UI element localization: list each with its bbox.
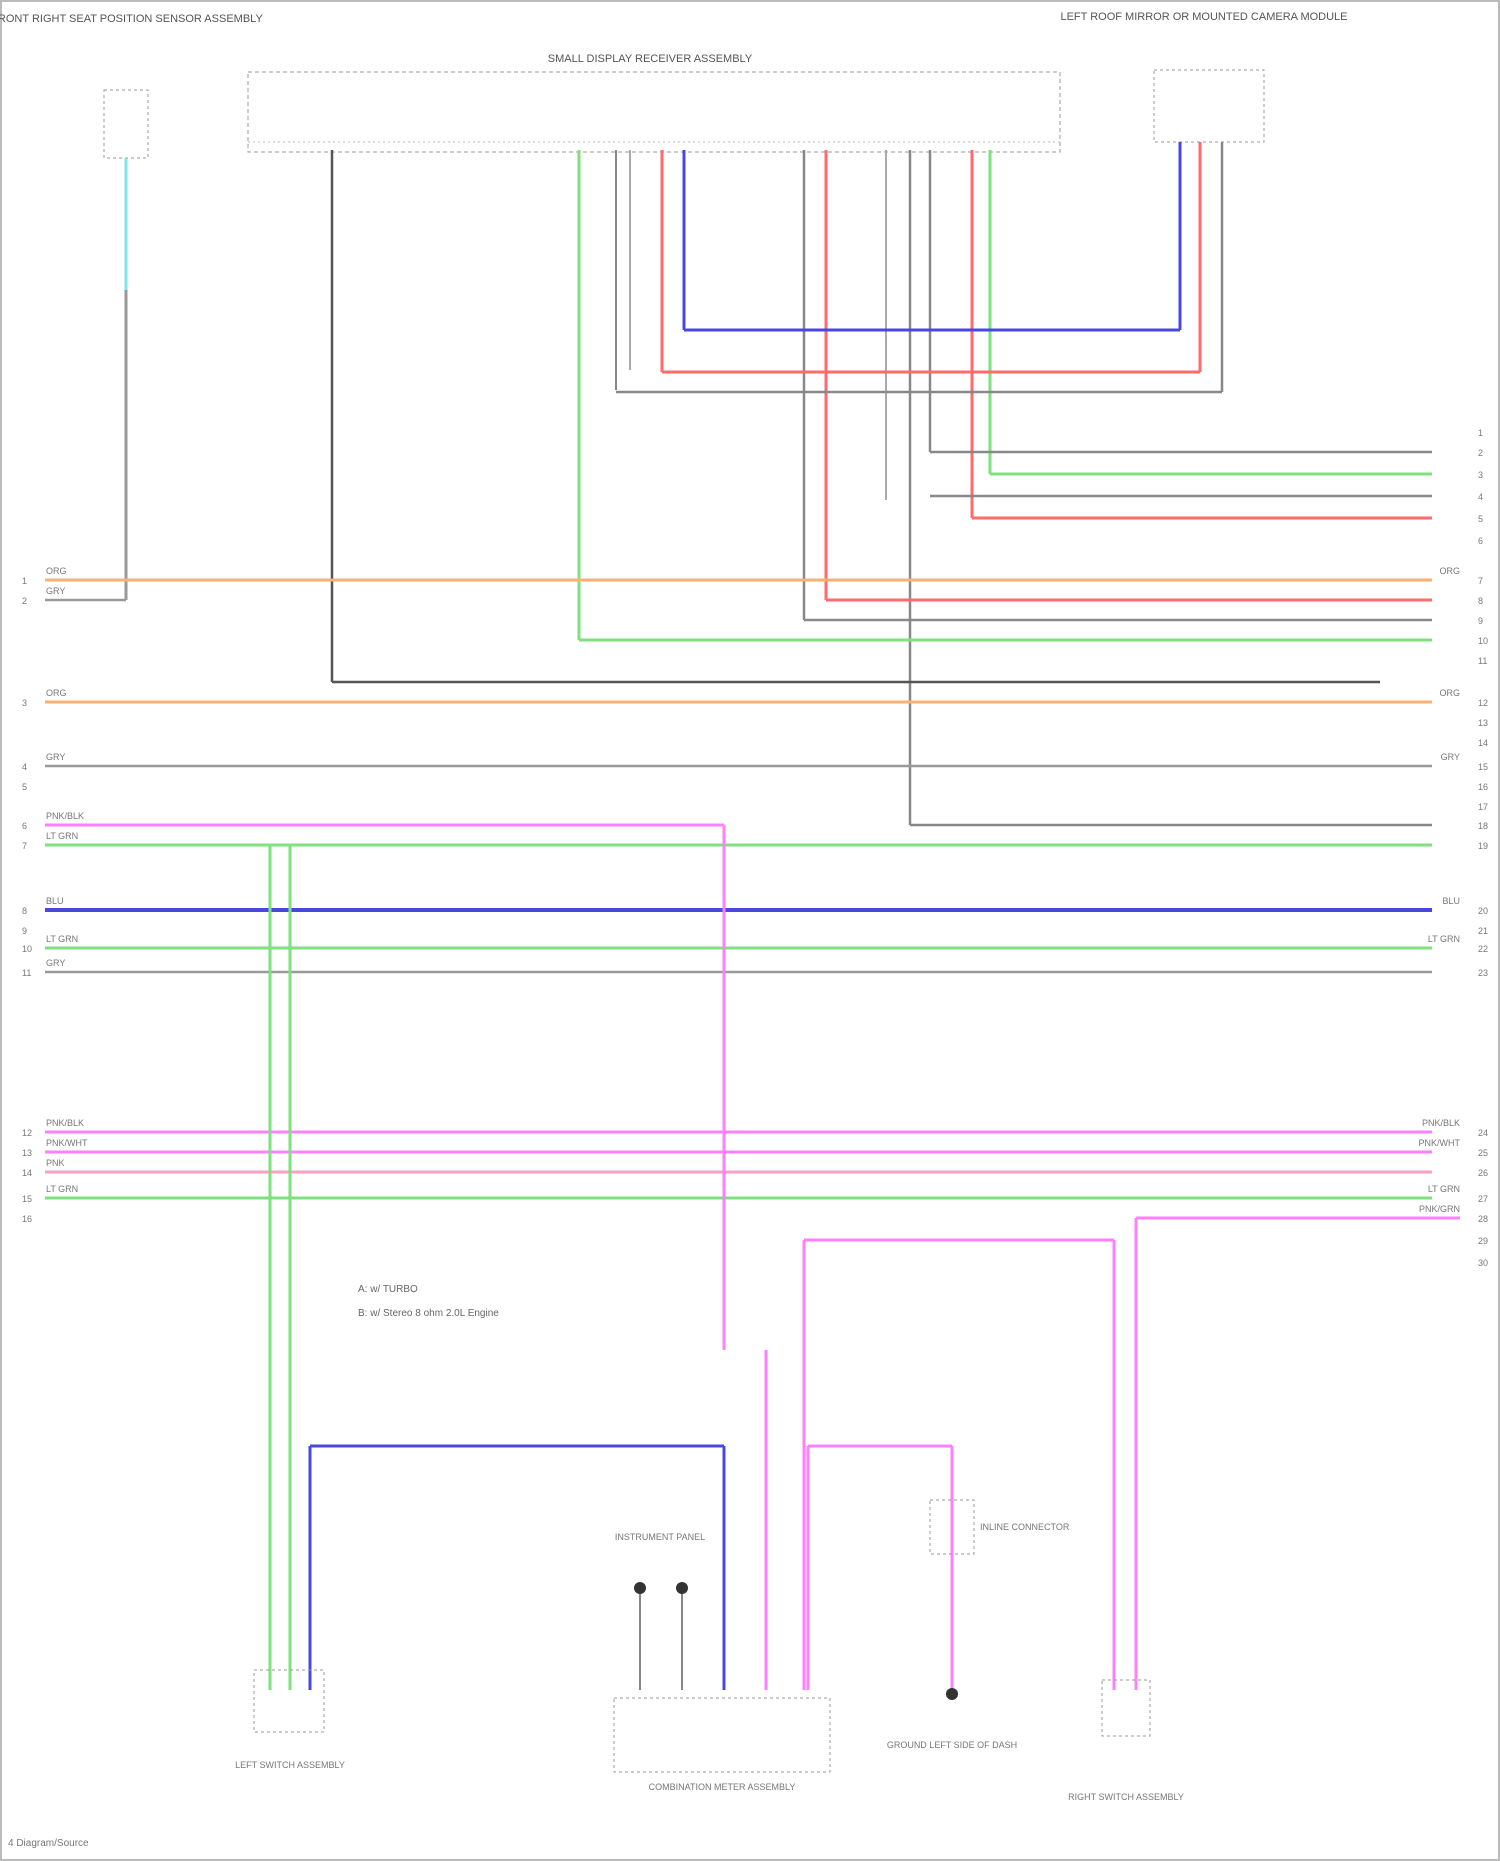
pin-number: 7 [22, 841, 27, 851]
upper-links [616, 330, 1432, 518]
pin-number: 2 [1478, 448, 1483, 458]
lower-wires [270, 825, 1460, 1690]
pin-number: 21 [1478, 926, 1488, 936]
pin-number: 1 [1478, 428, 1483, 438]
wire-label: ORG [1439, 566, 1460, 576]
pin-number: 1 [22, 576, 27, 586]
pin-number: 6 [1478, 536, 1483, 546]
wire-label: GRY [1441, 752, 1460, 762]
pin-number: 19 [1478, 841, 1488, 851]
wire-label: PNK/BLK [1422, 1118, 1460, 1128]
wire-label: GRY [46, 752, 65, 762]
wire-labels-right: ORG ORG GRY BLU LT GRN PNK/BLK PNK/WHT L… [1419, 566, 1461, 1214]
pin-number: 5 [22, 782, 27, 792]
wire-label: GRY [46, 958, 65, 968]
main-module-label: SMALL DISPLAY RECEIVER ASSEMBLY [548, 53, 753, 65]
pin-numbers-right: 1234567891011121314151617181920212223242… [1478, 428, 1488, 1268]
wire-label: GRY [46, 586, 65, 596]
wire-label: BLU [46, 896, 64, 906]
pin-number: 26 [1478, 1168, 1488, 1178]
bottom-mid-connector-label: COMBINATION METER ASSEMBLY [649, 1782, 796, 1792]
pin-number: 7 [1478, 576, 1483, 586]
pin-number: 9 [1478, 616, 1483, 626]
pin-number: 20 [1478, 906, 1488, 916]
wire-label: LT GRN [46, 1184, 78, 1194]
pin-number: 3 [1478, 470, 1483, 480]
pin-number: 23 [1478, 968, 1488, 978]
wire-label: ORG [46, 688, 67, 698]
wire-label: PNK/BLK [46, 811, 84, 821]
wire-label: PNK/WHT [46, 1138, 88, 1148]
pin-number: 25 [1478, 1148, 1488, 1158]
notes: A: w/ TURBO B: w/ Stereo 8 ohm 2.0L Engi… [358, 1284, 499, 1319]
pin-number: 9 [22, 926, 27, 936]
pin-number: 10 [22, 944, 32, 954]
seat-module: FRONT RIGHT SEAT POSITION SENSOR ASSEMBL… [0, 13, 263, 600]
pin-number: 5 [1478, 514, 1483, 524]
pin-number: 30 [1478, 1258, 1488, 1268]
pin-number: 29 [1478, 1236, 1488, 1246]
wire-label: PNK/BLK [46, 1118, 84, 1128]
pin-number: 13 [1478, 718, 1488, 728]
pin-number: 16 [1478, 782, 1488, 792]
pin-number: 12 [22, 1128, 32, 1138]
wire-labels-left: ORG GRY ORG GRY PNK/BLK LT GRN BLU LT GR… [46, 566, 88, 1194]
pin-number: 8 [1478, 596, 1483, 606]
wire-label: ORG [46, 566, 67, 576]
pin-number: 28 [1478, 1214, 1488, 1224]
wire-label: BLU [1442, 896, 1460, 906]
pin-number: 3 [22, 698, 27, 708]
note-a: A: w/ TURBO [358, 1284, 418, 1295]
ground-label: GROUND LEFT SIDE OF DASH [887, 1740, 1017, 1750]
wire-label: LT GRN [46, 831, 78, 841]
pin-number: 16 [22, 1214, 32, 1224]
pin-number: 15 [22, 1194, 32, 1204]
wire-label: PNK [46, 1158, 65, 1168]
pin-number: 13 [22, 1148, 32, 1158]
wire-label: LT GRN [1428, 1184, 1460, 1194]
bottom-left-connector-label: LEFT SWITCH ASSEMBLY [235, 1760, 345, 1770]
pin-number: 11 [22, 968, 31, 978]
pin-number: 11 [1478, 656, 1487, 666]
pin-number: 8 [22, 906, 27, 916]
pin-number: 24 [1478, 1128, 1488, 1138]
bottom-mid-connector: INSTRUMENT PANEL COMBINATION METER ASSEM… [614, 1532, 830, 1792]
pin-number: 14 [1478, 738, 1488, 748]
pin-number: 15 [1478, 762, 1488, 772]
pin-number: 18 [1478, 821, 1488, 831]
vertical-wires [332, 142, 1222, 825]
pin-number: 4 [22, 762, 27, 772]
wire-label: ORG [1439, 688, 1460, 698]
pin-number: 6 [22, 821, 27, 831]
pin-number: 10 [1478, 636, 1488, 646]
wire-label: LT GRN [1428, 934, 1460, 944]
footer-text: 4 Diagram/Source [8, 1838, 89, 1849]
note-b: B: w/ Stereo 8 ohm 2.0L Engine [358, 1308, 499, 1319]
bottom-right-connector-label: RIGHT SWITCH ASSEMBLY [1068, 1792, 1184, 1802]
pin-number: 22 [1478, 944, 1488, 954]
bottom-mid-connector-label-top: INSTRUMENT PANEL [615, 1532, 705, 1542]
pin-number: 2 [22, 596, 27, 606]
bottom-right-connector: RIGHT SWITCH ASSEMBLY [1068, 1680, 1184, 1802]
main-module: SMALL DISPLAY RECEIVER ASSEMBLY [248, 53, 1060, 152]
wire-label: LT GRN [46, 934, 78, 944]
pin-number: 27 [1478, 1194, 1488, 1204]
wire-label: PNK/GRN [1419, 1204, 1460, 1214]
ground-point: GROUND LEFT SIDE OF DASH [887, 1688, 1017, 1750]
wire-label: PNK/WHT [1419, 1138, 1461, 1148]
mirror-module: LEFT ROOF MIRROR OR MOUNTED CAMERA MODUL… [1060, 11, 1347, 142]
seat-module-label: FRONT RIGHT SEAT POSITION SENSOR ASSEMBL… [0, 13, 263, 25]
inline-connector-label: INLINE CONNECTOR [980, 1522, 1070, 1532]
horizontal-wires [45, 580, 1432, 1198]
pin-number: 14 [22, 1168, 32, 1178]
pin-number: 12 [1478, 698, 1488, 708]
mirror-module-label: LEFT ROOF MIRROR OR MOUNTED CAMERA MODUL… [1060, 11, 1347, 23]
pin-number: 17 [1478, 802, 1488, 812]
pin-number: 4 [1478, 492, 1483, 502]
